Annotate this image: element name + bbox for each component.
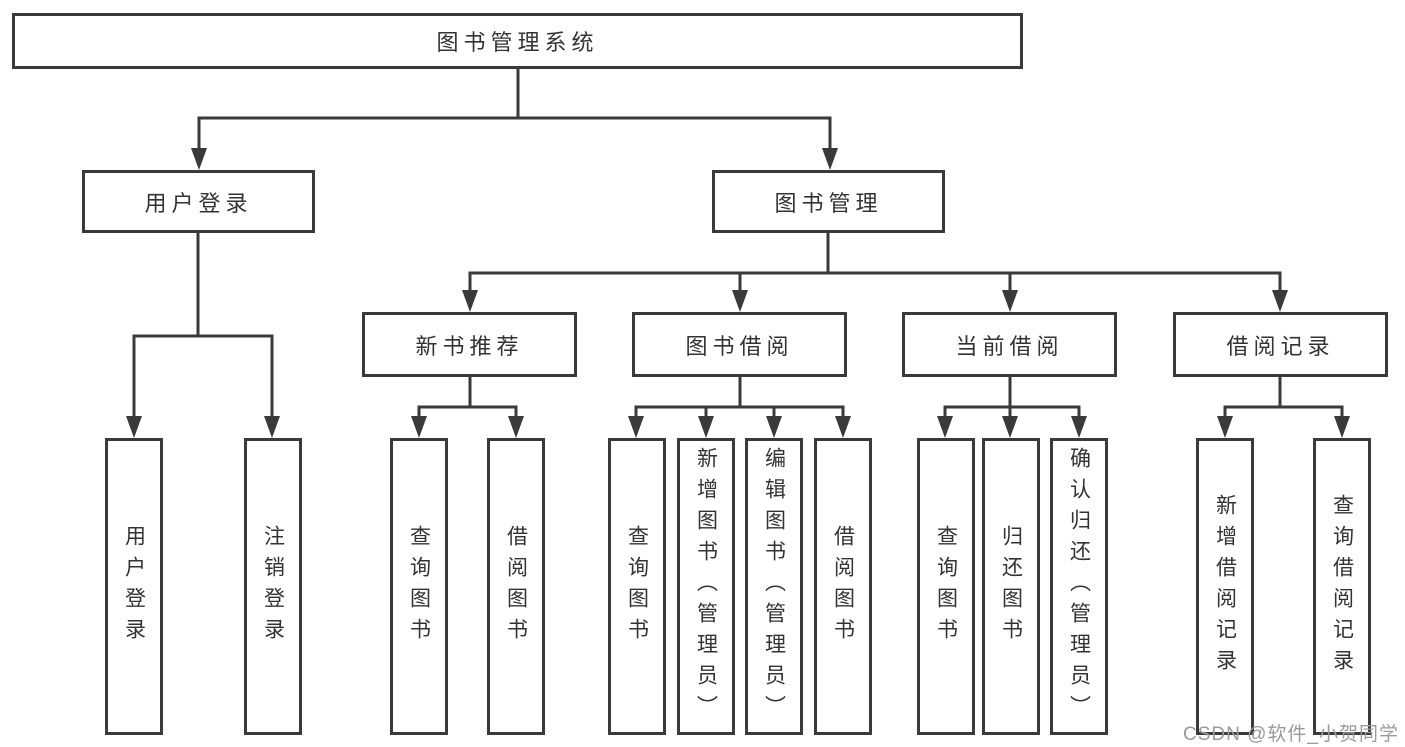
node-book-management: 图书管理 (712, 170, 945, 233)
connector-root (197, 69, 832, 150)
arrowheads (126, 148, 1350, 438)
node-new-book-recommendation: 新书推荐 (362, 312, 577, 377)
leaf-current-query-books: 查询图书 (917, 438, 975, 735)
connector-records-group (1223, 377, 1344, 418)
node-book-borrowing: 图书借阅 (632, 312, 847, 377)
connector-book-management (468, 233, 1282, 292)
leaf-current-return-books: 归还图书 (982, 438, 1040, 735)
leaf-newbook-query-books: 查询图书 (390, 438, 448, 735)
leaf-user-login: 用户登录 (105, 438, 163, 735)
connector-login-group (132, 233, 274, 418)
leaf-borrow-query-books: 查询图书 (608, 438, 666, 735)
leaf-borrow-borrow-books: 借阅图书 (814, 438, 872, 735)
leaf-borrow-edit-books-admin: 编辑图书（管理员） (745, 438, 803, 735)
node-library-management-system: 图书管理系统 (12, 13, 1023, 69)
connector-newbook-group (417, 377, 518, 418)
leaf-borrow-add-books-admin: 新增图书（管理员） (677, 438, 735, 735)
leaf-records-add-borrow-record: 新增借阅记录 (1196, 438, 1254, 735)
node-current-borrowing: 当前借阅 (902, 312, 1117, 377)
connector-borrow-group (634, 377, 845, 418)
connector-current-group (943, 377, 1081, 418)
leaf-newbook-borrow-books: 借阅图书 (487, 438, 545, 735)
node-borrow-records: 借阅记录 (1173, 312, 1388, 377)
leaf-records-query-borrow-record: 查询借阅记录 (1313, 438, 1371, 735)
leaf-current-confirm-return-admin: 确认归还（管理员） (1050, 438, 1108, 735)
node-user-login: 用户登录 (82, 170, 315, 233)
csdn-watermark: CSDN @软件_小贺同学 (1183, 724, 1399, 745)
leaf-logout: 注销登录 (244, 438, 302, 735)
